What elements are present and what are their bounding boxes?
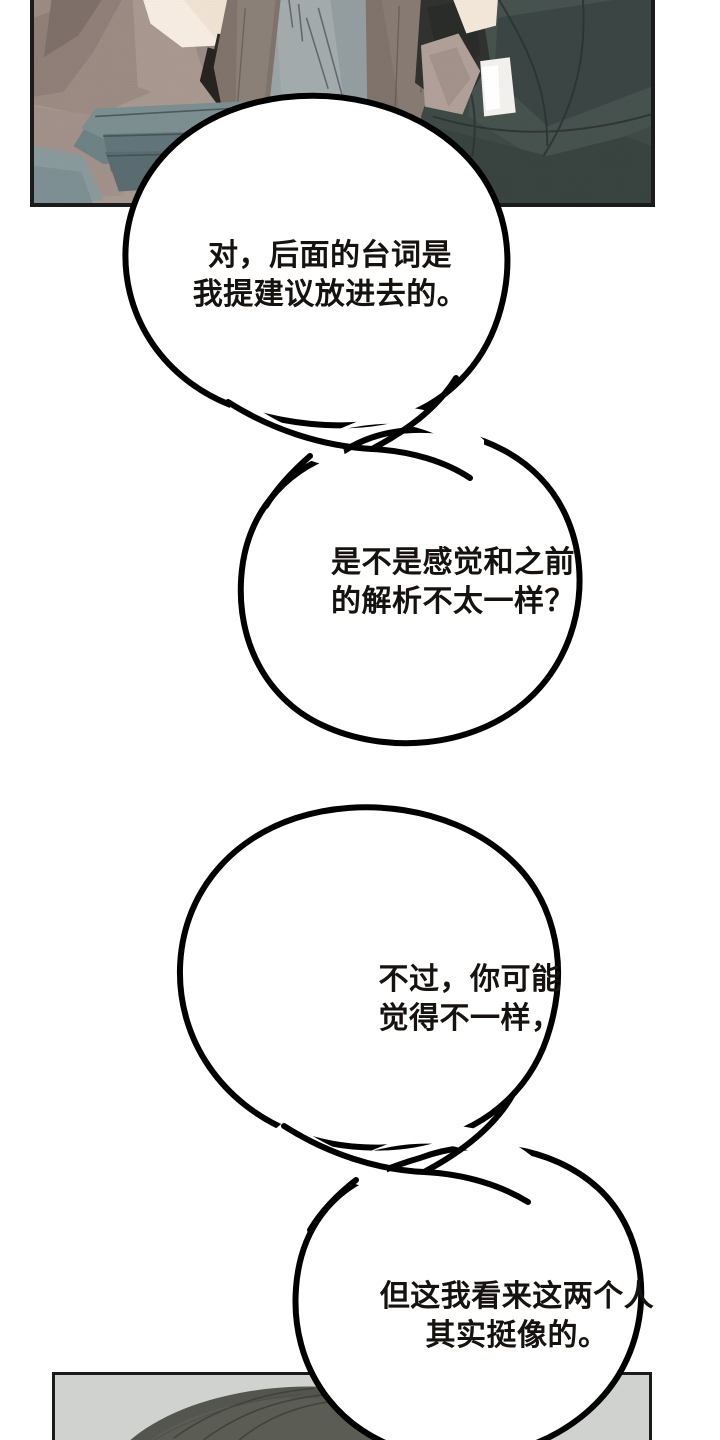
bubble-text-4: 但这我看来这两个人 其实挺像的。 (379, 1280, 655, 1352)
bubble-text-1: 对，后面的台词是 我提建议放进去的。 (192, 239, 468, 311)
bubble-text-2: 是不是感觉和之前 的解析不太一样？ (331, 546, 575, 618)
comic-panel-top (30, 0, 655, 207)
top-panel-artwork (34, 0, 651, 203)
comic-panel-bottom (52, 1372, 652, 1440)
bottom-panel-artwork (55, 1375, 649, 1440)
bubble-text-3: 不过，你可能 觉得不一样， (378, 963, 562, 1035)
